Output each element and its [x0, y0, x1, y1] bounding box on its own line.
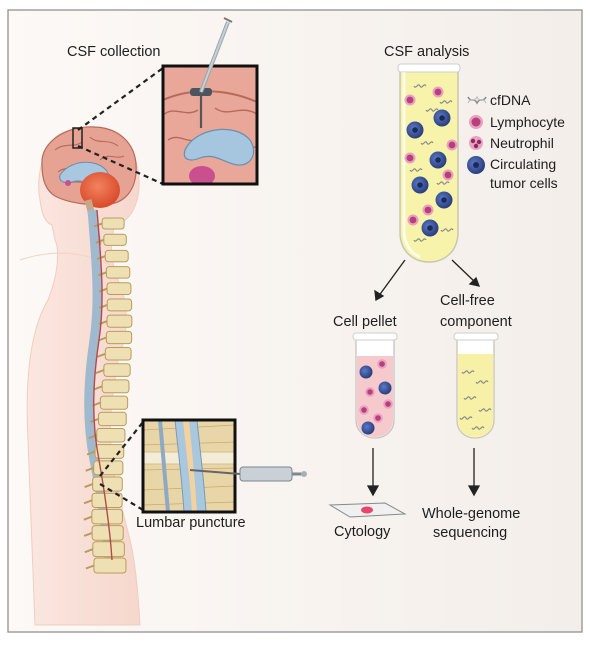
vertebra — [98, 282, 132, 296]
pellet-cell — [361, 421, 375, 435]
cfdna-fragment — [471, 426, 485, 430]
label-wgs-line1: Whole-genome — [422, 506, 520, 522]
cfdna-icon — [467, 95, 487, 105]
brain-tumor — [80, 172, 120, 208]
down-arrows — [366, 448, 481, 497]
legend-lymphocyte: Lymphocyte — [490, 114, 565, 130]
label-cytology: Cytology — [334, 524, 391, 540]
neutrophil-icon — [469, 136, 483, 150]
vertebra — [84, 541, 125, 558]
label-cell-free-line1: Cell-free — [440, 293, 495, 309]
cfdna — [413, 84, 427, 88]
vertebra — [93, 379, 130, 394]
lymphocyte — [422, 204, 434, 216]
lymphocyte — [432, 86, 444, 98]
pellet-cell — [373, 413, 383, 423]
lymphocyte — [404, 152, 416, 164]
cfdna-fragment — [463, 396, 477, 400]
tumor-cell — [421, 219, 439, 237]
lymphocyte — [404, 94, 416, 106]
vertebra — [83, 525, 124, 541]
cfdna-fragment — [478, 408, 492, 412]
cell-pellet-tube — [352, 332, 398, 439]
legend-tumor-cells-line2: tumor cells — [490, 175, 558, 191]
legend-neutrophil: Neutrophil — [490, 135, 554, 151]
vertebra — [95, 363, 131, 377]
tumor-cell-icon — [467, 156, 485, 174]
lymphocyte — [407, 214, 419, 226]
lymphocyte-icon — [469, 115, 483, 129]
vertebra — [85, 557, 127, 574]
csf-collection-inset — [161, 17, 259, 186]
pellet-cell — [377, 359, 387, 369]
tumor-cell — [435, 191, 453, 209]
cell-free-tube — [453, 332, 499, 439]
cytology-slide — [328, 502, 407, 518]
label-wgs-line2: sequencing — [433, 525, 507, 541]
cfdna — [425, 108, 439, 112]
cfdna — [436, 181, 450, 185]
vertebra — [97, 266, 131, 279]
cell-free-dna — [459, 370, 492, 430]
tumor-cell — [411, 176, 429, 194]
vertebra — [96, 347, 132, 361]
vertebra — [92, 395, 129, 410]
vertebra — [96, 249, 129, 263]
cfdna — [409, 168, 423, 172]
tumor-cell — [406, 121, 424, 139]
pellet-cell — [359, 365, 373, 379]
lymphocyte — [446, 139, 458, 151]
cfdna — [439, 100, 453, 104]
collection-marker — [72, 127, 83, 149]
label-csf-analysis: CSF analysis — [384, 44, 469, 60]
spine — [83, 209, 133, 574]
pellet-cell — [359, 405, 369, 415]
tumor-cell — [433, 109, 451, 127]
legend: cfDNA Lymphocyte Neutrophil Circulating … — [467, 92, 565, 191]
lumbar-puncture-inset — [141, 418, 307, 514]
cfdna — [413, 238, 427, 242]
cfdna-fragment — [461, 370, 475, 374]
pellet-cell — [378, 381, 392, 395]
cfdna-fragment — [475, 380, 489, 384]
cfdna — [440, 228, 454, 232]
cfdna-fragment — [459, 416, 473, 420]
callout-lines — [77, 67, 164, 511]
pellet-cell — [365, 387, 375, 397]
lymphocyte — [442, 169, 454, 181]
pellet-cells — [359, 359, 393, 435]
split-arrows — [374, 259, 481, 302]
vertebra — [84, 476, 123, 492]
cfdna — [420, 141, 434, 145]
label-cell-free-line2: component — [440, 314, 512, 330]
tumor-cell — [429, 151, 447, 169]
tube-cells — [404, 84, 458, 242]
vertebra — [98, 298, 133, 312]
vertebra — [86, 444, 125, 459]
pellet-cell — [383, 399, 393, 409]
legend-cfdna: cfDNA — [490, 92, 531, 108]
label-csf-collection: CSF collection — [67, 44, 160, 60]
csf-analysis-tube — [397, 63, 461, 263]
legend-tumor-cells-line1: Circulating — [490, 156, 556, 172]
label-lumbar-puncture: Lumbar puncture — [136, 515, 246, 531]
label-cell-pellet: Cell pellet — [333, 314, 397, 330]
